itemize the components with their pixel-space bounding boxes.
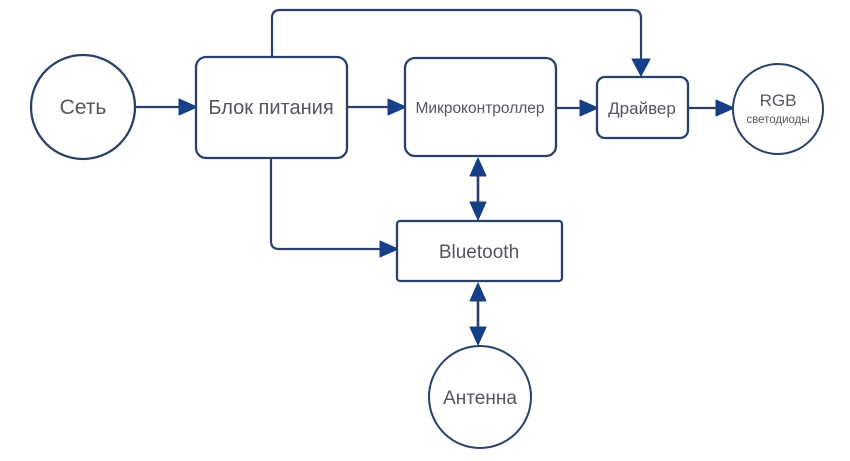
node-antenna: Антенна — [428, 345, 532, 449]
node-bluetooth-label: Bluetooth — [439, 242, 519, 263]
node-network: Сеть — [29, 53, 137, 161]
arrowhead-down-icon — [631, 58, 651, 77]
node-power-supply: Блок питания — [194, 55, 349, 160]
arrow-power-supply-to-driver-bypass — [270, 8, 651, 77]
node-rgb-leds-label-line2: светодиоды — [746, 114, 809, 126]
arrow-network-to-power-supply — [134, 98, 198, 116]
arrowhead-right-icon — [387, 98, 407, 116]
node-driver-label: Драйвер — [608, 99, 676, 118]
arrowhead-right-icon — [579, 99, 599, 117]
arrowhead-right-icon — [715, 99, 735, 117]
node-driver: Драйвер — [595, 75, 690, 140]
node-network-label: Сеть — [60, 96, 107, 119]
arrowhead-right-icon — [178, 98, 198, 116]
double-arrow-microcontroller-bluetooth — [469, 157, 487, 221]
arrowhead-down-icon — [469, 201, 487, 221]
arrow-power-supply-to-bluetooth — [269, 156, 399, 258]
arrow-power-supply-to-microcontroller — [346, 98, 407, 116]
double-arrow-bluetooth-antenna — [469, 282, 487, 346]
node-rgb-leds: RGB светодиоды — [732, 63, 824, 155]
arrow-driver-to-rgb-leds — [687, 99, 735, 117]
node-antenna-label: Антенна — [443, 388, 517, 409]
arrow-microcontroller-to-driver — [555, 99, 599, 117]
node-rgb-leds-label-line1: RGB — [760, 91, 797, 110]
node-power-supply-label: Блок питания — [208, 97, 333, 119]
arrowhead-right-icon — [379, 240, 399, 258]
node-bluetooth: Bluetooth — [395, 219, 564, 283]
node-microcontroller-label: Микроконтроллер — [415, 100, 544, 117]
node-microcontroller: Микроконтроллер — [403, 56, 558, 158]
arrowhead-down-icon — [469, 326, 487, 346]
